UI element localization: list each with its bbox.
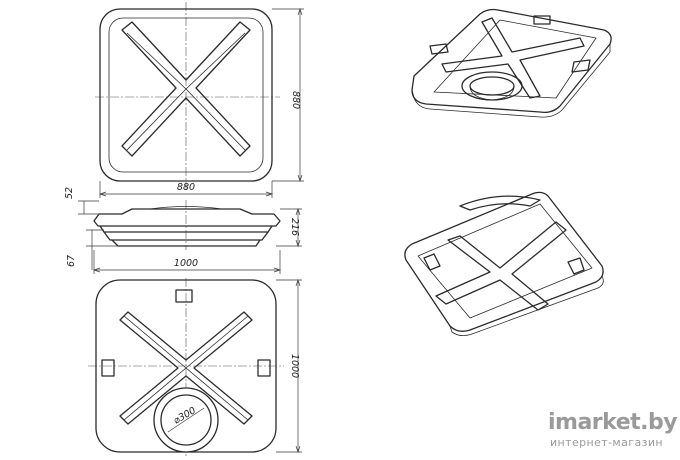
dim-flange-height: 52 <box>64 187 75 199</box>
dim-total-height: 216 <box>289 218 300 236</box>
bottom-view-dimensions: 1000 <box>276 278 302 454</box>
dim-top-depth: 880 <box>290 91 301 109</box>
side-view <box>93 200 281 250</box>
brand-logo[interactable]: imarket.by <box>548 410 678 435</box>
dim-top-width: 880 <box>177 182 195 193</box>
bottom-view: ⌀300 <box>88 278 284 456</box>
dim-bottom-height: 67 <box>66 255 77 267</box>
dim-base-depth: 1000 <box>289 354 300 378</box>
dim-base-width: 1000 <box>174 258 198 269</box>
brand-tagline: интернет-магазин <box>550 436 663 449</box>
top-view <box>95 2 280 190</box>
top-view-dimensions: 880 880 <box>98 7 304 198</box>
isometric-view-top <box>411 8 612 118</box>
isometric-view-bottom <box>404 191 604 336</box>
side-view-dimensions: 52 67 216 1000 <box>64 187 302 274</box>
